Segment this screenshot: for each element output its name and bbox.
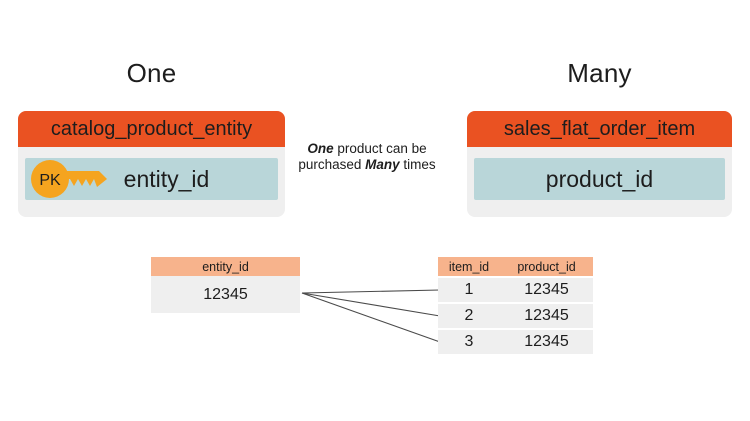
entity-id-sample-table: entity_id 12345 — [151, 257, 300, 313]
entity-card-sales-flat-order-item: sales_flat_order_item product_id — [467, 111, 732, 217]
cell-product-id: 12345 — [524, 281, 569, 298]
column-header-product-id: product_id — [517, 259, 576, 274]
heading-many: Many — [567, 58, 632, 88]
field-label-product-id: product_id — [545, 165, 654, 192]
column-header-item-id: item_id — [448, 259, 490, 274]
cell-product-id: 12345 — [524, 333, 569, 350]
primary-key-label: PK — [39, 172, 61, 189]
caption-one: One — [307, 141, 334, 156]
connector-line-row-1 — [301, 289, 441, 294]
cell-product-id: 12345 — [524, 307, 569, 324]
table-header-order-items: item_id product_id — [438, 257, 593, 276]
cell-item-id: 1 — [464, 281, 474, 298]
caption-text-1: product can be purchased — [298, 141, 427, 172]
primary-key-icon: PK — [31, 160, 107, 198]
connector-line-row-3 — [301, 292, 441, 343]
cell-entity-id-value: 12345 — [203, 285, 248, 303]
heading-one: One — [126, 58, 177, 88]
entity-title-catalog-product-entity: catalog_product_entity — [18, 111, 285, 147]
entity-field-row-entity-id: PK entity_id — [25, 158, 278, 200]
table-row: 2 12345 — [438, 304, 593, 328]
cell-item-id: 2 — [464, 307, 474, 324]
relationship-caption: One product can be purchased Many times — [277, 141, 457, 173]
column-header-entity-id: entity_id — [202, 259, 249, 274]
entity-field-row-product-id: product_id — [474, 158, 725, 200]
connector-line-row-2 — [301, 292, 441, 317]
caption-text-2: times — [399, 157, 436, 172]
field-label-entity-id: entity_id — [123, 165, 210, 192]
cell-item-id: 3 — [464, 333, 474, 350]
table-header-entity-id: entity_id — [151, 257, 300, 276]
table-row: 12345 — [151, 276, 300, 313]
table-row: 3 12345 — [438, 330, 593, 354]
caption-many: Many — [365, 157, 400, 172]
entity-title-sales-flat-order-item: sales_flat_order_item — [467, 111, 732, 147]
entity-card-catalog-product-entity: catalog_product_entity PK entity_id — [18, 111, 285, 217]
table-row: 1 12345 — [438, 278, 593, 302]
order-items-sample-table: item_id product_id 1 12345 2 12345 3 123… — [438, 257, 593, 354]
